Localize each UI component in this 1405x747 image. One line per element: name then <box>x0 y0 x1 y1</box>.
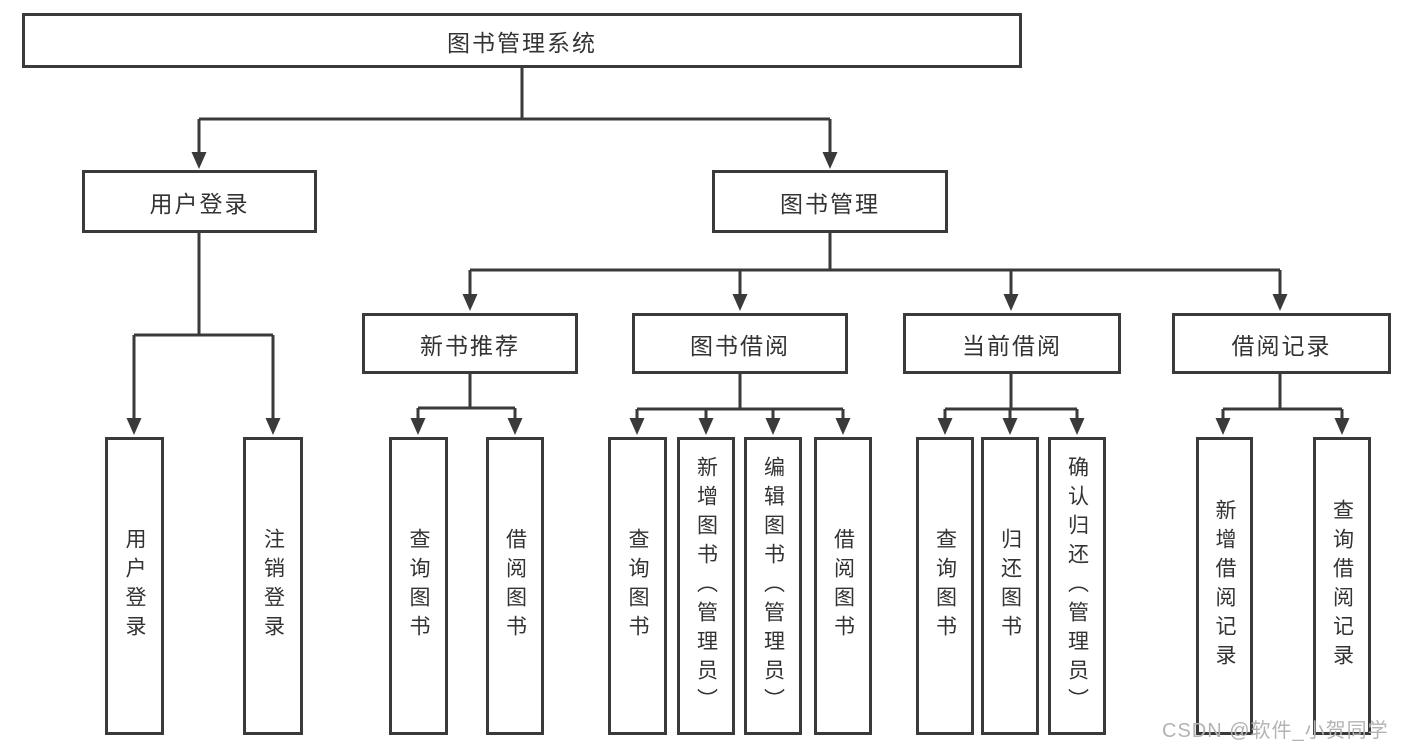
arrowheads <box>126 152 1350 435</box>
leaf-query-books-current: 查询图书 <box>916 437 974 735</box>
leaf-query-books-borrowing: 查询图书 <box>608 437 667 735</box>
node-new-book-recommend: 新书推荐 <box>362 313 578 374</box>
leaf-add-book-admin: 新增图书（管理员） <box>677 437 735 735</box>
node-current-borrowing: 当前借阅 <box>903 313 1121 374</box>
node-book-borrowing: 图书借阅 <box>632 313 848 374</box>
leaf-query-borrow-record: 查询借阅记录 <box>1313 437 1371 735</box>
leaf-logout: 注销登录 <box>243 437 303 735</box>
leaf-borrow-books-borrowing: 借阅图书 <box>814 437 872 735</box>
node-root-system: 图书管理系统 <box>22 13 1022 68</box>
node-user-login: 用户登录 <box>82 170 317 233</box>
watermark: CSDN @软件_小贺同学 <box>1162 720 1389 742</box>
leaf-user-login: 用户登录 <box>105 437 164 735</box>
node-book-management: 图书管理 <box>712 170 948 233</box>
leaf-query-books-recommend: 查询图书 <box>389 437 448 735</box>
leaf-borrow-books-recommend: 借阅图书 <box>486 437 544 735</box>
leaf-confirm-return-admin: 确认归还（管理员） <box>1048 437 1106 735</box>
node-borrow-records: 借阅记录 <box>1172 313 1391 374</box>
leaf-return-books: 归还图书 <box>981 437 1039 735</box>
leaf-add-borrow-record: 新增借阅记录 <box>1196 437 1253 735</box>
leaf-edit-book-admin: 编辑图书（管理员） <box>744 437 802 735</box>
